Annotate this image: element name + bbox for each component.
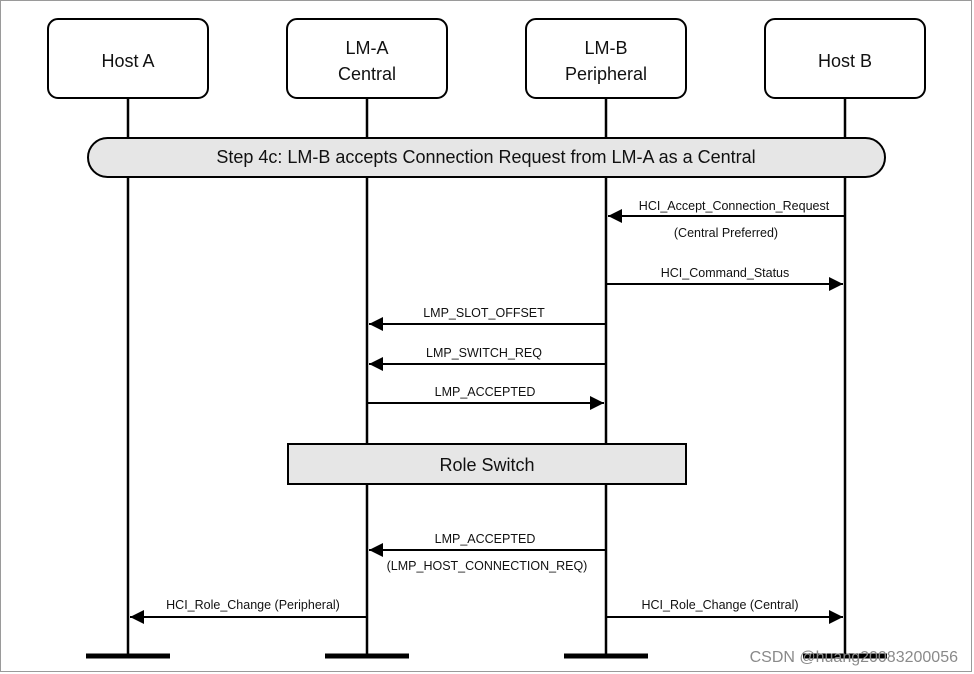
msg-lmp-accepted-2: LMP_ACCEPTED (LMP_HOST_CONNECTION_REQ): [369, 532, 606, 573]
entity-host-a: Host A: [47, 18, 209, 99]
role-switch-label: Role Switch: [439, 455, 534, 475]
watermark: CSDN @huang20083200056: [750, 649, 959, 666]
entity-lm-a: LM-A Central: [286, 18, 448, 99]
msg-hci-role-change-peripheral-label: HCI_Role_Change (Peripheral): [166, 598, 340, 612]
msg-lmp-switch-req-label: LMP_SWITCH_REQ: [426, 346, 542, 360]
msg-lmp-accepted-2-label: LMP_ACCEPTED: [435, 532, 536, 546]
step-banner-text: Step 4c: LM-B accepts Connection Request…: [216, 147, 755, 167]
step-banner: Step 4c: LM-B accepts Connection Request…: [87, 137, 886, 178]
msg-hci-command-status: HCI_Command_Status: [606, 266, 843, 291]
msg-hci-accept-connection-request-sublabel: (Central Preferred): [674, 226, 778, 240]
msg-hci-role-change-central-label: HCI_Role_Change (Central): [641, 598, 798, 612]
role-switch-box: Role Switch: [287, 443, 687, 485]
msg-hci-role-change-peripheral: HCI_Role_Change (Peripheral): [130, 598, 367, 624]
entity-lm-a-label-line2: Central: [338, 64, 396, 84]
msg-hci-accept-connection-request-label: HCI_Accept_Connection_Request: [639, 199, 830, 213]
msg-lmp-slot-offset-label: LMP_SLOT_OFFSET: [423, 306, 545, 320]
lifelines: [126, 98, 847, 655]
entity-lm-b: LM-B Peripheral: [525, 18, 687, 99]
msg-lmp-accepted-1-label: LMP_ACCEPTED: [435, 385, 536, 399]
entity-host-b: Host B: [764, 18, 926, 99]
entity-lm-a-label-line1: LM-A: [345, 38, 388, 58]
msg-lmp-switch-req: LMP_SWITCH_REQ: [369, 346, 606, 371]
entity-lm-b-label-line2: Peripheral: [565, 64, 647, 84]
msg-lmp-accepted-2-sublabel: (LMP_HOST_CONNECTION_REQ): [387, 559, 588, 573]
msg-lmp-slot-offset: LMP_SLOT_OFFSET: [369, 306, 606, 331]
msg-lmp-accepted-1: LMP_ACCEPTED: [367, 385, 604, 410]
msg-hci-command-status-label: HCI_Command_Status: [661, 266, 790, 280]
msg-hci-accept-connection-request: HCI_Accept_Connection_Request (Central P…: [608, 199, 845, 240]
entity-host-a-label: Host A: [101, 51, 154, 71]
entity-host-b-label: Host B: [818, 51, 872, 71]
msg-hci-role-change-central: HCI_Role_Change (Central): [606, 598, 843, 624]
entity-lm-b-label-line1: LM-B: [584, 38, 627, 58]
